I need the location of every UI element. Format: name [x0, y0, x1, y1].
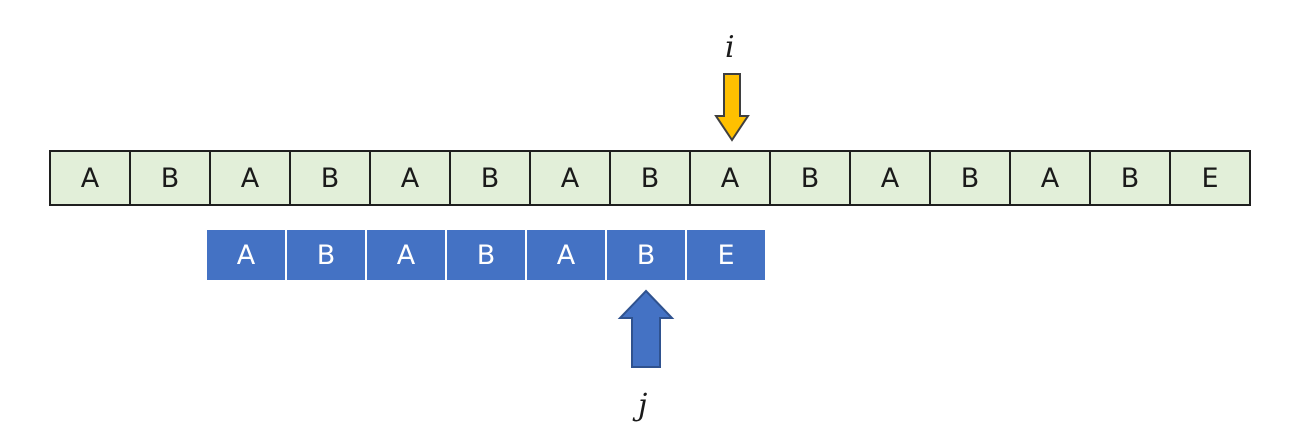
text-cell: B: [451, 150, 531, 206]
text-cell: A: [691, 150, 771, 206]
down-arrow-shape: [714, 73, 750, 142]
text-cell: B: [611, 150, 691, 206]
up-arrow-shape: [617, 289, 675, 368]
pattern-cell: B: [607, 230, 687, 280]
text-cell: B: [131, 150, 211, 206]
pattern-cell: B: [287, 230, 367, 280]
pattern-cell: E: [687, 230, 765, 280]
pointer-j-arrow-icon: [617, 289, 675, 368]
pattern-cell: B: [447, 230, 527, 280]
text-cell: A: [1011, 150, 1091, 206]
pattern-cell: A: [367, 230, 447, 280]
text-cell: A: [211, 150, 291, 206]
pointer-j-label: j: [638, 388, 648, 423]
pattern-cell: A: [207, 230, 287, 280]
pattern-cell: A: [527, 230, 607, 280]
text-cell: B: [291, 150, 371, 206]
text-cell: A: [371, 150, 451, 206]
text-cell: A: [51, 150, 131, 206]
pointer-i-arrow-icon: [714, 73, 750, 142]
text-cell: B: [931, 150, 1011, 206]
pointer-i-label: i: [725, 30, 735, 65]
text-cell: B: [771, 150, 851, 206]
text-cell: E: [1171, 150, 1251, 206]
text-cell: A: [851, 150, 931, 206]
text-cell: A: [531, 150, 611, 206]
text-cell: B: [1091, 150, 1171, 206]
